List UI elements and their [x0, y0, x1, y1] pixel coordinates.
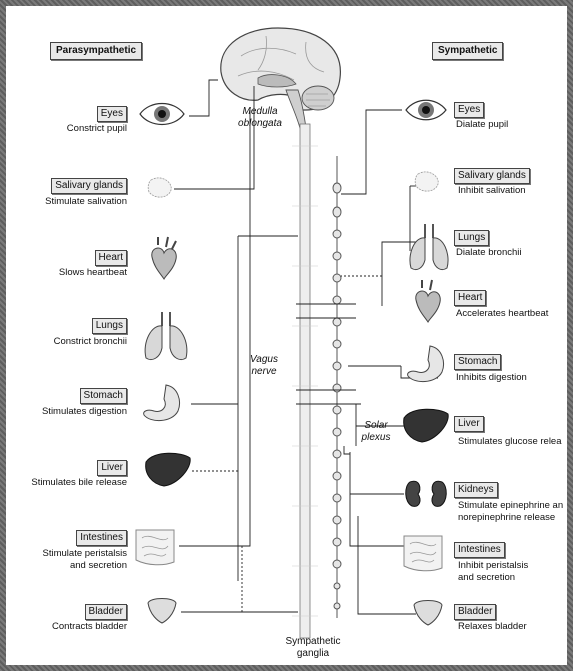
liver-icon [146, 453, 190, 486]
diagram-canvas: Parasympathetic Sympathetic Medulla oblo… [6, 6, 567, 665]
symp-lungs-effect: Dialate bronchii [456, 247, 521, 259]
symp-salivary-effect: Inhibit salivation [458, 185, 526, 197]
symp-eyes-box: Eyes [454, 102, 484, 118]
para-heart-effect: Slows heartbeat [59, 267, 127, 279]
sympathetic-header: Sympathetic [432, 42, 503, 60]
intestines-icon [404, 536, 442, 571]
parasympathetic-nerves [174, 80, 298, 612]
stomach-icon [144, 385, 180, 421]
symp-kidneys-box: Kidneys [454, 482, 498, 498]
symp-stomach-effect: Inhibits digestion [456, 372, 527, 384]
eye-icon [140, 104, 184, 125]
salivary-gland-icon [415, 172, 438, 191]
sympathetic-chain [333, 156, 341, 618]
ganglia-line2: ganglia [278, 648, 348, 660]
parasympathetic-header: Parasympathetic [50, 42, 142, 60]
symp-kidneys-effect-1: Stimulate epinephrine an [458, 500, 563, 512]
lungs-icon [410, 224, 448, 270]
solar-line2: plexus [356, 432, 396, 444]
vagus-line2: nerve [244, 366, 284, 378]
symp-liver-box: Liver [454, 416, 484, 432]
stomach-icon [408, 346, 444, 382]
symp-heart-effect: Accelerates heartbeat [456, 308, 548, 320]
symp-lungs-box: Lungs [454, 230, 489, 246]
para-liver-box: Liver [97, 460, 127, 476]
vagus-line1: Vagus [244, 354, 284, 366]
medulla-line1: Medulla [230, 106, 290, 118]
intestines-icon [136, 530, 174, 565]
heart-icon [152, 237, 176, 279]
vagus-nerve-label: Vagus nerve [244, 354, 284, 378]
medulla-line2: oblongata [230, 118, 290, 130]
para-eyes-box: Eyes [97, 106, 127, 122]
para-heart-box: Heart [95, 250, 127, 266]
para-intestines-effect-1: Stimulate peristalsis [43, 548, 127, 560]
symp-heart-box: Heart [454, 290, 486, 306]
medulla-label: Medulla oblongata [230, 106, 290, 130]
para-bladder-effect: Contracts bladder [52, 621, 127, 633]
salivary-gland-icon [148, 178, 171, 197]
bladder-icon [414, 601, 442, 626]
para-eyes-effect: Constrict pupil [67, 123, 127, 135]
para-liver-effect: Stimulates bile release [31, 477, 127, 489]
symp-liver-effect: Stimulates glucose relea [458, 436, 562, 448]
para-salivary-box: Salivary glands [51, 178, 127, 194]
para-salivary-effect: Stimulate salivation [45, 196, 127, 208]
para-stomach-box: Stomach [80, 388, 127, 404]
ganglia-line1: Sympathetic [278, 636, 348, 648]
liver-icon [404, 409, 448, 442]
para-bladder-box: Bladder [85, 604, 127, 620]
para-stomach-effect: Stimulates digestion [42, 406, 127, 418]
symp-salivary-box: Salivary glands [454, 168, 530, 184]
eye-icon [406, 100, 446, 120]
symp-bladder-box: Bladder [454, 604, 496, 620]
symp-intestines-effect-1: Inhibit peristalsis [458, 560, 528, 572]
solar-plexus-label: Solar plexus [356, 420, 396, 444]
para-intestines-box: Intestines [76, 530, 127, 546]
kidneys-icon [406, 481, 447, 506]
symp-bladder-effect: Relaxes bladder [458, 621, 527, 633]
sympathetic-ganglia-label: Sympathetic ganglia [278, 636, 348, 660]
symp-stomach-box: Stomach [454, 354, 501, 370]
spinal-cord [292, 124, 318, 638]
para-intestines-effect-2: and secretion [70, 560, 127, 572]
para-lungs-effect: Constrict bronchii [54, 336, 127, 348]
symp-intestines-box: Intestines [454, 542, 505, 558]
symp-kidneys-effect-2: norepinephrine release [458, 512, 555, 524]
lungs-icon [145, 312, 187, 360]
symp-intestines-effect-2: and secretion [458, 572, 515, 584]
symp-eyes-effect: Dialate pupil [456, 119, 508, 131]
bladder-icon [148, 599, 176, 624]
solar-line1: Solar [356, 420, 396, 432]
para-lungs-box: Lungs [92, 318, 127, 334]
heart-icon [416, 280, 440, 322]
